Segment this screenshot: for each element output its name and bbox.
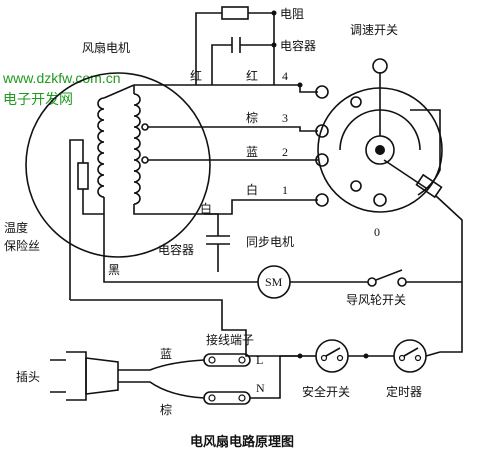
watermark-name: 电子开发网 — [3, 91, 73, 107]
terminal-block-label: 接线端子 — [206, 332, 254, 347]
motor-coil-upper — [133, 93, 141, 172]
guide-switch-blade — [375, 269, 403, 281]
brown-wire — [148, 126, 318, 132]
switch-pivot-center — [375, 145, 385, 155]
junction-resistor — [271, 10, 277, 16]
fuse-lead-down — [82, 189, 104, 215]
sync-motor-label: 同步电机 — [246, 235, 294, 249]
capacitor-bottom-label: 电容器 — [158, 242, 194, 257]
timer-blade — [403, 347, 419, 357]
fuse-lead-up — [69, 139, 84, 300]
timer-label: 定时器 — [386, 384, 422, 399]
tap-brown — [141, 123, 149, 131]
resistor-lead-left — [195, 12, 222, 85]
thermal-fuse-label-2: 保险丝 — [4, 238, 40, 253]
plug — [50, 351, 205, 401]
safety-blade — [325, 347, 341, 357]
motor-coil-lower — [133, 170, 141, 205]
resistor-label: 电阻 — [280, 7, 304, 21]
terminal-2-label: 2 — [282, 145, 288, 159]
switch-output-lead — [435, 195, 463, 353]
speed-switch-label: 调速开关 — [350, 23, 398, 37]
guide-wheel-switch-label: 导风轮开关 — [346, 293, 406, 307]
terminal-L-label: L — [256, 353, 263, 367]
capacitor-top-lead-left — [211, 44, 232, 85]
black-wire-label: 黑 — [108, 263, 120, 277]
resistor — [221, 6, 249, 20]
switch-arm-tip — [415, 173, 443, 199]
timer-lead-right — [425, 351, 441, 357]
capacitor-bottom-lead-top — [204, 213, 219, 236]
switch-contact-1 — [315, 193, 329, 207]
plug-brown-label: 棕 — [160, 402, 172, 417]
plug-brown-wire — [118, 381, 205, 399]
thermal-fuse — [77, 162, 89, 190]
plug-prongs — [50, 359, 66, 393]
plug-label: 插头 — [16, 370, 40, 384]
neutral-line — [250, 355, 300, 399]
terminal-N-label: N — [256, 381, 265, 395]
plug-prongs-frame — [66, 351, 87, 401]
coil-white-lead — [133, 204, 204, 215]
sync-motor-symbol: SM — [265, 275, 283, 289]
terminal-1-label: 1 — [282, 183, 288, 197]
switch-pin-a — [350, 96, 362, 108]
guide-switch-contact-right — [397, 277, 407, 287]
terminal-0-label: 0 — [374, 225, 380, 239]
tap-blue — [141, 156, 149, 164]
plug-blue-wire — [118, 359, 205, 371]
switch-knob — [372, 58, 388, 74]
blue-label: 蓝 — [246, 145, 258, 159]
black-lead — [103, 214, 206, 283]
switch-contact-4 — [315, 85, 329, 99]
switch-pin-b — [350, 180, 362, 192]
coil-join — [103, 84, 135, 99]
motor-coil-left — [97, 97, 105, 198]
terminal-lower — [203, 391, 251, 405]
red-wire — [134, 84, 318, 93]
switch-arm — [383, 159, 427, 189]
plug-blue-label: 蓝 — [160, 347, 172, 361]
switch-contact-2 — [315, 153, 329, 167]
terminal-4-label: 4 — [282, 69, 288, 83]
thermal-fuse-label-1: 温度 — [4, 220, 28, 235]
white-wire — [204, 199, 318, 215]
red-label: 红 — [246, 68, 258, 83]
fan-motor-label: 风扇电机 — [82, 40, 130, 55]
plug-body — [85, 357, 119, 395]
diagram-caption: 电风扇电路原理图 — [190, 434, 294, 450]
capacitor-bottom — [206, 235, 230, 245]
terminal-block — [203, 353, 251, 405]
capacitor-top — [231, 37, 241, 53]
fan-motor-outline — [25, 72, 211, 258]
safety-switch — [315, 339, 349, 373]
resistor-lead-right — [248, 12, 275, 45]
speed-switch — [315, 58, 463, 353]
junction-red — [297, 82, 303, 88]
terminal-upper — [203, 353, 251, 367]
brown-label: 棕 — [246, 110, 258, 125]
fuse-return-line — [70, 299, 300, 357]
terminal-3-label: 3 — [282, 111, 288, 125]
watermark-site: www.dzkfw.com.cn — [2, 70, 120, 86]
timer — [393, 339, 427, 373]
switch-contact-3 — [315, 124, 329, 138]
fan-motor — [25, 72, 211, 300]
switch-contact-0 — [373, 193, 387, 207]
safety-switch-label: 安全开关 — [302, 384, 350, 399]
switch-slider — [410, 109, 441, 196]
junction-capacitor-top — [271, 42, 277, 48]
guide-switch-contact-left — [367, 277, 377, 287]
white-label: 白 — [246, 182, 258, 197]
capacitor-top-label: 电容器 — [280, 38, 316, 53]
white-wire-label-inner: 白 — [200, 201, 212, 216]
